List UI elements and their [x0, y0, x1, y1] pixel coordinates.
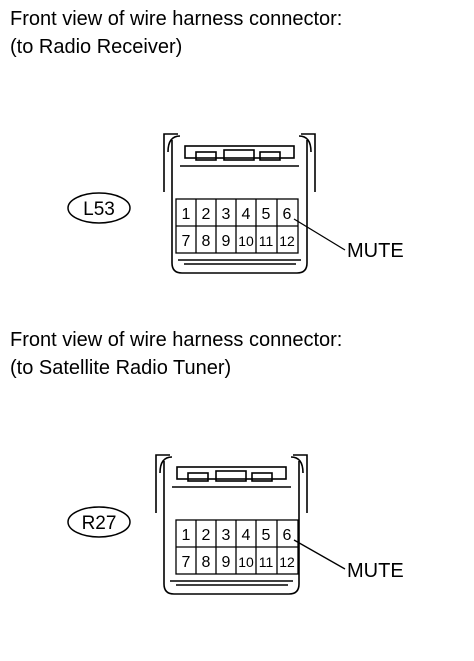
pin-label: 11 — [259, 554, 274, 570]
pin-label: 11 — [259, 233, 274, 249]
pin-label: 2 — [202, 527, 211, 544]
connector-diagram-1: L53 1 2 3 4 5 6 7 8 9 10 11 — [67, 133, 404, 274]
pin-label: 1 — [182, 527, 191, 544]
connector-housing — [155, 454, 308, 595]
pin-label: 12 — [279, 233, 295, 249]
pin-label: 10 — [238, 554, 254, 570]
pin-label: 9 — [222, 554, 231, 571]
pin-label: 3 — [222, 206, 231, 223]
pin-grid — [175, 198, 299, 254]
pin-label: 8 — [202, 554, 211, 571]
pin-label: 2 — [202, 206, 211, 223]
pin-label: 3 — [222, 527, 231, 544]
caption-title: Front view of wire harness connector: — [10, 329, 343, 351]
pin-label: 6 — [283, 206, 292, 223]
callout-label: MUTE — [347, 560, 404, 582]
connector-caption-1: Front view of wire harness connector: (t… — [10, 5, 342, 61]
pin-label: 12 — [279, 554, 295, 570]
caption-title: Front view of wire harness connector: — [10, 8, 343, 30]
pin-label: 8 — [202, 233, 211, 250]
pin-label: 5 — [262, 527, 271, 544]
caption-subtitle: (to Satellite Radio Tuner) — [10, 357, 232, 379]
connector-caption-2: Front view of wire harness connector: (t… — [10, 326, 342, 382]
pin-grid — [175, 519, 299, 575]
pin-label: 6 — [283, 527, 292, 544]
pin-label: 1 — [182, 206, 191, 223]
pin-label: 4 — [242, 206, 251, 223]
connector-code: R27 — [82, 513, 117, 534]
callout-leader-line — [293, 218, 346, 251]
pin-label: 7 — [182, 233, 191, 250]
connector-diagram-2: R27 1 2 3 4 5 6 7 8 9 10 11 1 — [67, 454, 404, 595]
connector-code: L53 — [83, 199, 115, 220]
caption-subtitle: (to Radio Receiver) — [10, 36, 183, 58]
callout-label: MUTE — [347, 240, 404, 262]
pin-label: 9 — [222, 233, 231, 250]
pin-label: 4 — [242, 527, 251, 544]
pin-label: 10 — [238, 233, 254, 249]
connector-housing — [163, 133, 316, 274]
connector-code-oval — [67, 506, 131, 538]
pin-label: 7 — [182, 554, 191, 571]
callout-leader-line — [293, 539, 346, 570]
pin-label: 5 — [262, 206, 271, 223]
connector-code-oval — [67, 192, 131, 224]
